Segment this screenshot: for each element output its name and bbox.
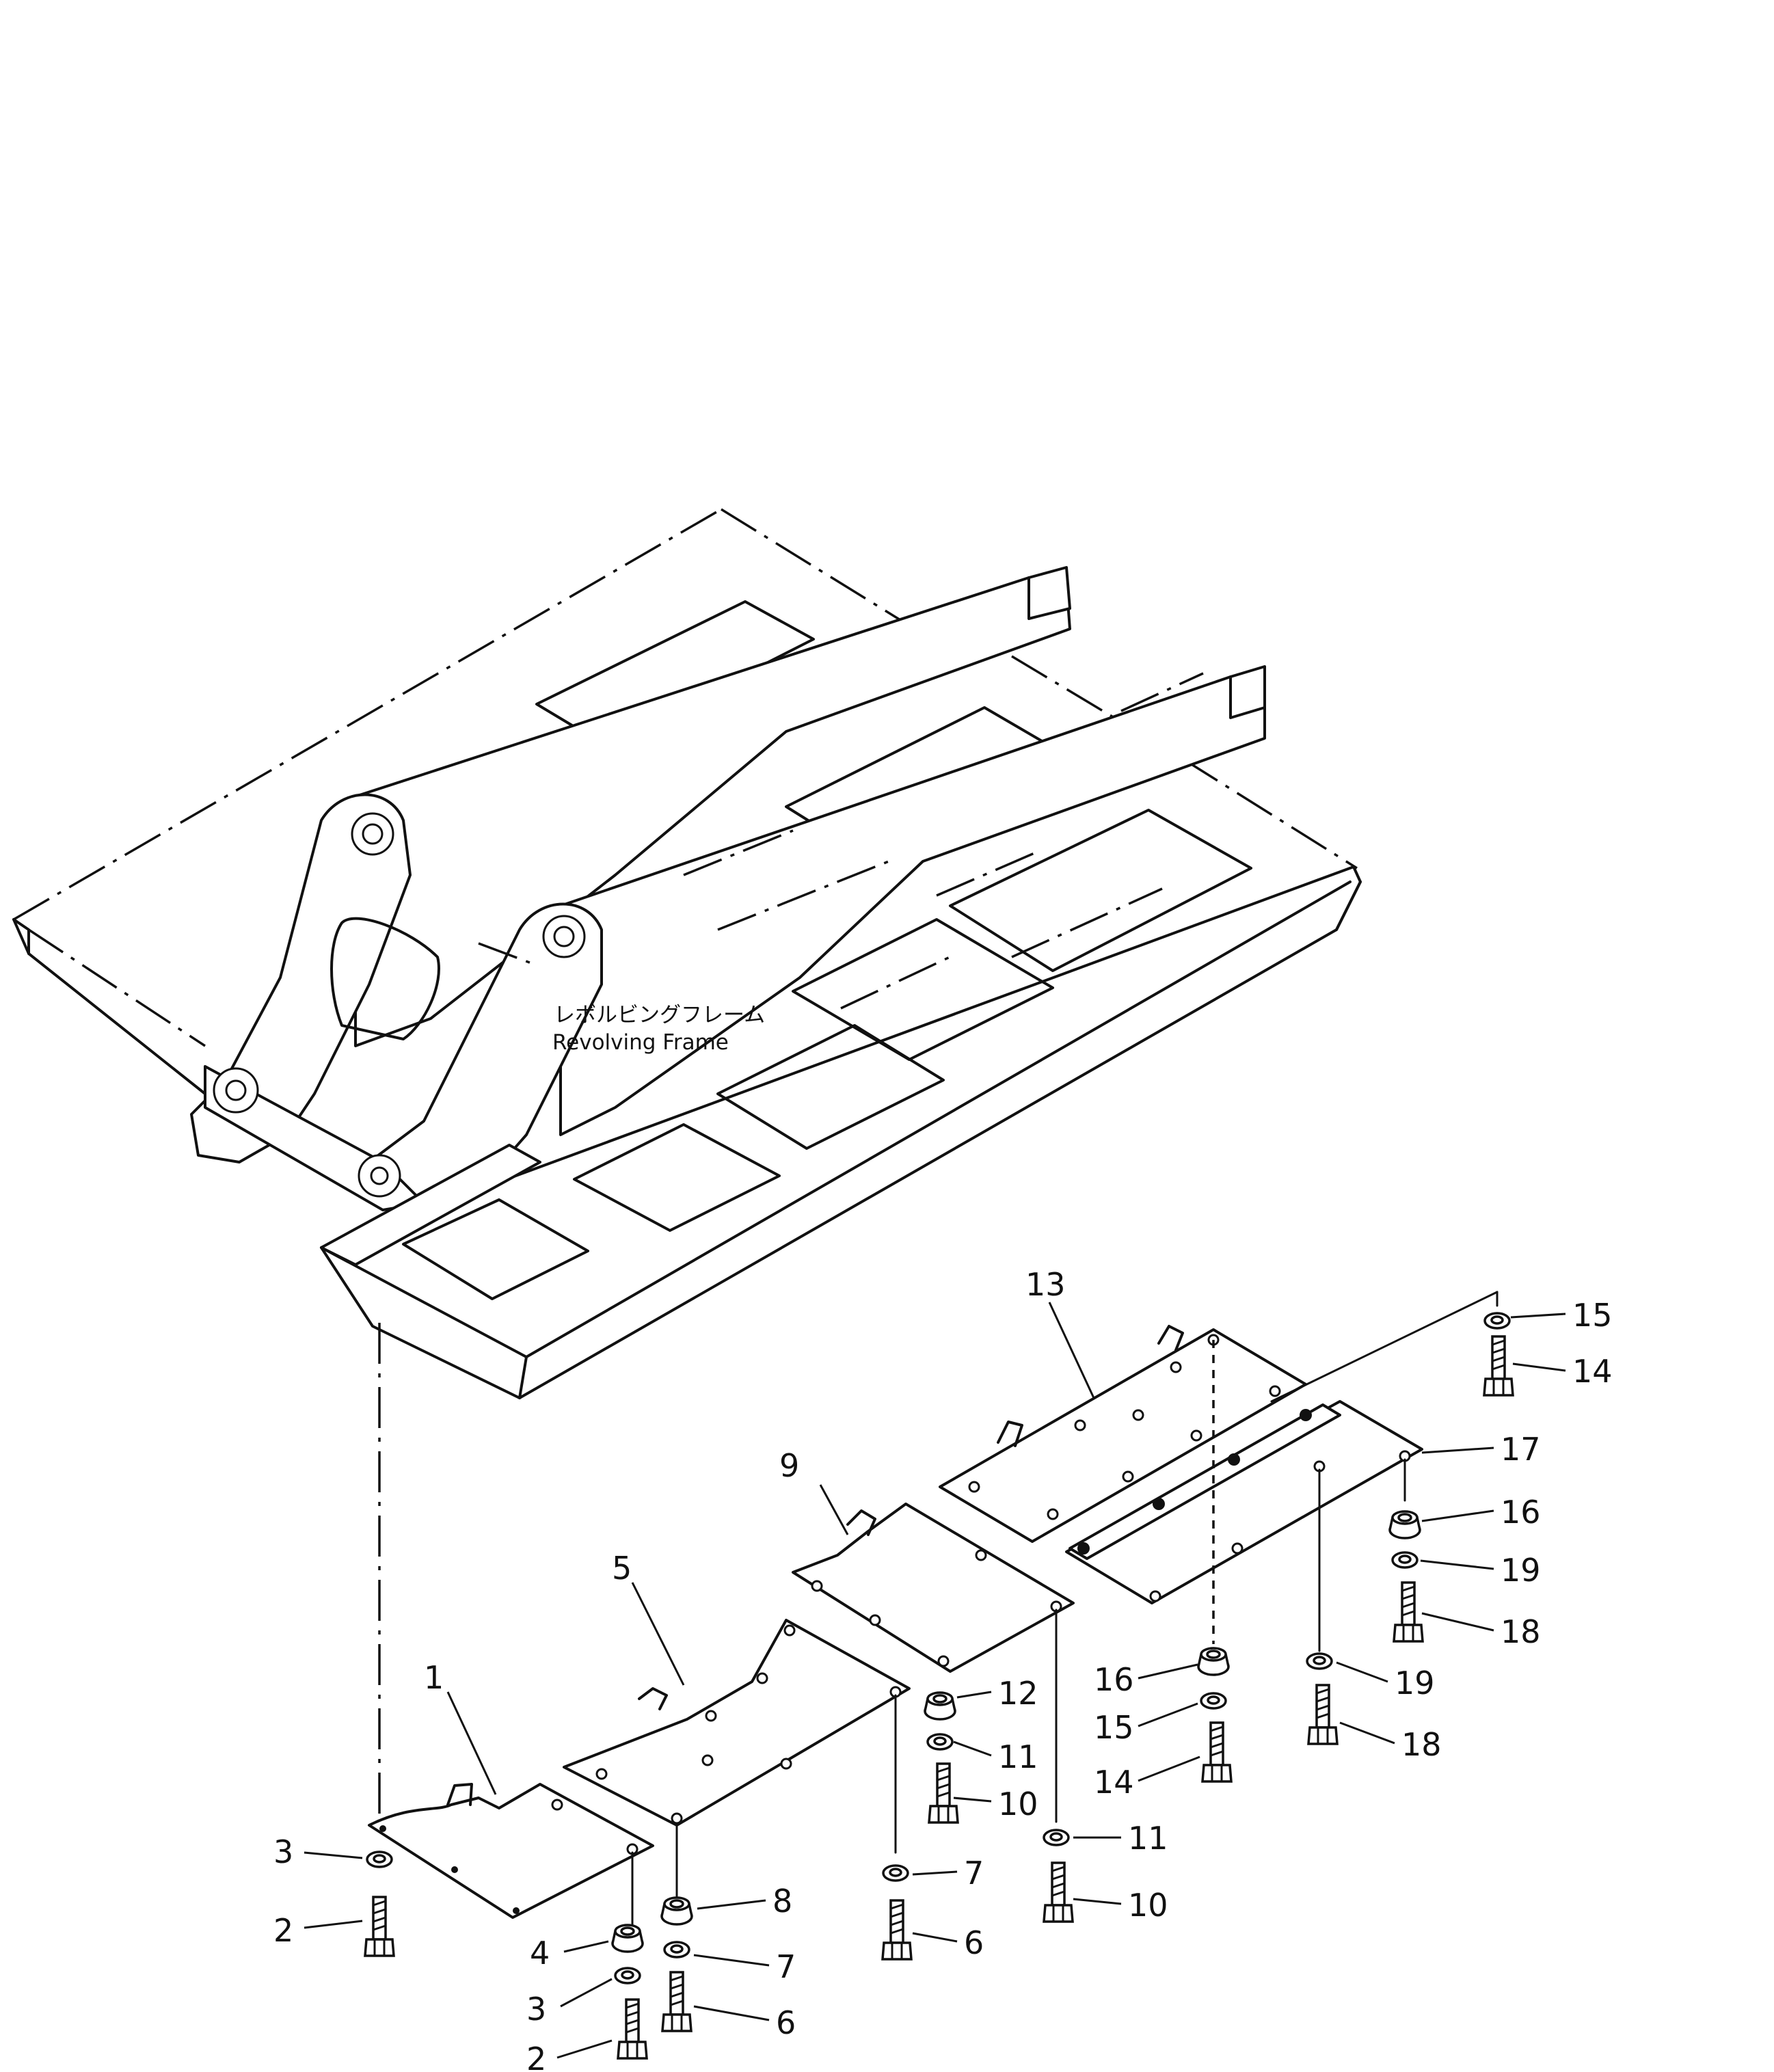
callout-7a: 7: [964, 1855, 984, 1892]
leader-lines: [304, 1302, 1566, 2059]
callout-17: 17: [1501, 1431, 1541, 1468]
callout-14a: 14: [1572, 1353, 1613, 1390]
washer-3b: [614, 1967, 641, 1984]
callout-6b: 6: [776, 2004, 796, 2041]
bolt-18b: [1307, 1684, 1339, 1745]
callout-15a: 15: [1572, 1297, 1613, 1334]
callout-11b: 11: [1128, 1820, 1168, 1857]
cover-plate-9: [792, 1503, 1075, 1673]
callout-13: 13: [1025, 1266, 1066, 1303]
callout-19a: 19: [1501, 1552, 1541, 1589]
bolt-2a: [364, 1896, 395, 1957]
bolt-6b: [661, 1971, 693, 2032]
bolt-10a: [928, 1762, 959, 1824]
callout-2a: 2: [273, 1912, 293, 1949]
bolt-6a: [881, 1899, 913, 1961]
washer-11b: [1043, 1829, 1070, 1846]
cover-plate-1: [368, 1783, 654, 1919]
callout-5: 5: [612, 1550, 632, 1587]
frame-label-en: Revolving Frame: [552, 1030, 729, 1055]
callout-16a: 16: [1501, 1494, 1541, 1531]
nut-12: [924, 1691, 956, 1721]
nut-8: [660, 1896, 693, 1926]
nut-16a: [1388, 1510, 1421, 1539]
callout-10b: 10: [1128, 1887, 1168, 1924]
washer-7a: [882, 1864, 909, 1882]
washer-11a: [926, 1733, 954, 1751]
callout-11a: 11: [998, 1738, 1038, 1775]
rail-extension-line: [1270, 1291, 1499, 1403]
bolt-10b: [1043, 1861, 1074, 1923]
washer-19a: [1391, 1551, 1419, 1569]
callout-7b: 7: [776, 1948, 796, 1985]
callout-16b: 16: [1094, 1661, 1134, 1698]
revolving-frame: [12, 508, 1362, 1399]
callout-3b: 3: [526, 1991, 546, 2028]
washer-19b: [1306, 1652, 1333, 1670]
callout-10a: 10: [998, 1786, 1038, 1822]
frame-label-jp: レボルビングフレーム: [554, 1003, 765, 1027]
bolt-2b: [617, 1998, 648, 2060]
bolt-14b: [1201, 1721, 1233, 1783]
nut-4: [611, 1924, 644, 1953]
callout-18a: 18: [1501, 1613, 1541, 1650]
nut-16b: [1197, 1647, 1230, 1676]
washer-15a: [1483, 1312, 1511, 1330]
bolt-14a: [1483, 1335, 1514, 1397]
washer-3a: [366, 1851, 393, 1868]
cover-plate-5: [563, 1619, 911, 1827]
callout-15b: 15: [1094, 1709, 1134, 1746]
bolt-18a: [1393, 1581, 1424, 1643]
callout-9: 9: [779, 1447, 799, 1484]
cover-plate-17: [1065, 1400, 1423, 1604]
washer-15b: [1200, 1692, 1227, 1710]
callout-18b: 18: [1401, 1726, 1442, 1763]
callout-numbers: 1 2 2 3 3 4 5 6 6 7 7 8 9 10 10 11 11 12…: [273, 1266, 1613, 2072]
callout-6a: 6: [964, 1924, 984, 1961]
callout-2b: 2: [526, 2041, 546, 2072]
callout-4: 4: [530, 1935, 550, 1972]
washer-7b: [663, 1941, 690, 1959]
callout-3a: 3: [273, 1833, 293, 1870]
callout-19b: 19: [1395, 1665, 1435, 1701]
callout-8: 8: [772, 1883, 792, 1920]
callout-12: 12: [998, 1675, 1038, 1712]
callout-1: 1: [424, 1659, 444, 1696]
callout-14b: 14: [1094, 1764, 1134, 1801]
